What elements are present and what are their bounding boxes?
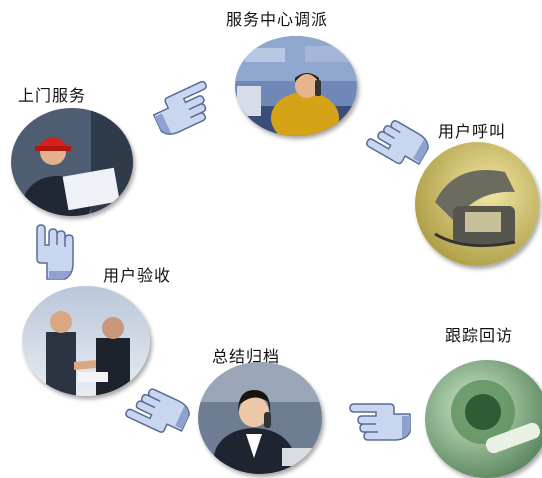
pointing-hand-icon [366,120,430,168]
step-label-onsite: 上门服务 [18,86,87,105]
pointing-hand-icon [125,386,192,436]
step-label-acceptance: 用户验收 [103,266,172,285]
step-label-summary: 总结归档 [212,347,281,366]
pointing-hand-icon [348,400,414,442]
phone-handset-photo [425,360,542,478]
pointing-hand-icon [150,80,216,135]
step-label-follow-up: 跟踪回访 [445,326,514,345]
pointing-hand-icon [34,224,80,286]
technician-hardhat-photo [11,108,133,216]
handshake-photo [22,286,150,396]
operator-headset-photo [198,362,322,474]
step-label-user-call: 用户呼叫 [438,122,507,141]
step-label-dispatch: 服务中心调派 [226,10,329,29]
call-center-operator-photo [235,36,357,136]
telephone-photo [415,142,539,266]
